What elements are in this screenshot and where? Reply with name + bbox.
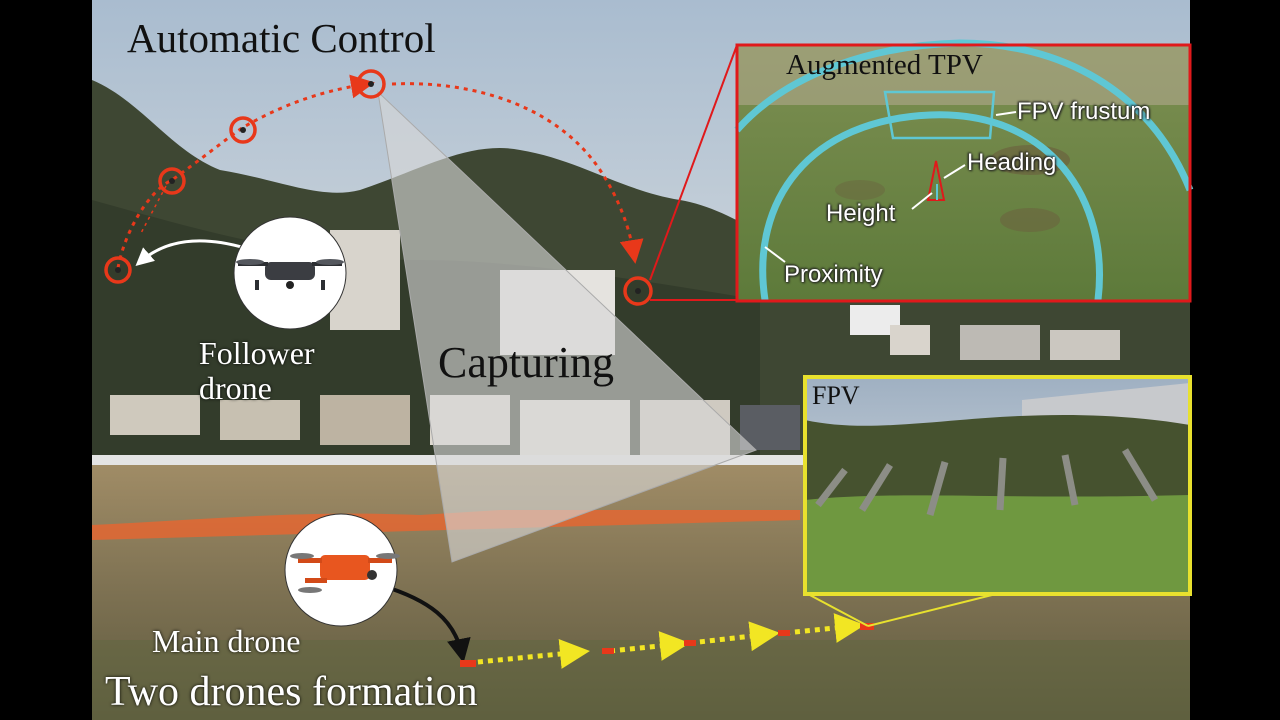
drone-marker xyxy=(623,276,653,306)
proximity-outer-ring xyxy=(734,39,1194,192)
capturing-label: Capturing xyxy=(438,338,614,387)
main-drone-label: Main drone xyxy=(152,623,301,659)
fpv-frustum-label: FPV frustum xyxy=(1017,98,1151,125)
follower-label-line1: Follower xyxy=(199,335,315,371)
fpv-inset xyxy=(803,375,1192,596)
fpv-frustum-marker xyxy=(883,90,996,140)
drone-marker xyxy=(356,69,386,99)
tpv-inset xyxy=(734,39,1194,303)
drone-marker xyxy=(104,256,132,284)
drone-marker xyxy=(158,167,186,195)
drone-marker xyxy=(229,116,257,144)
automatic-control-title: Automatic Control xyxy=(127,15,436,61)
fpv-title: FPV xyxy=(812,381,860,410)
tpv-title: Augmented TPV xyxy=(786,49,983,81)
two-drones-formation-title: Two drones formation xyxy=(105,669,478,715)
follower-label-line2: drone xyxy=(199,370,272,406)
capture-cone xyxy=(377,90,757,563)
main-drone-icon xyxy=(290,553,400,593)
proximity-ring xyxy=(759,111,1103,301)
follower-drone-icon xyxy=(236,259,344,290)
follower-drone-callout xyxy=(135,216,347,330)
heading-label: Heading xyxy=(967,149,1057,176)
follower-trajectory xyxy=(104,69,653,306)
height-label: Height xyxy=(826,200,896,227)
main-drone-callout xyxy=(284,513,471,663)
proximity-label: Proximity xyxy=(784,261,883,288)
